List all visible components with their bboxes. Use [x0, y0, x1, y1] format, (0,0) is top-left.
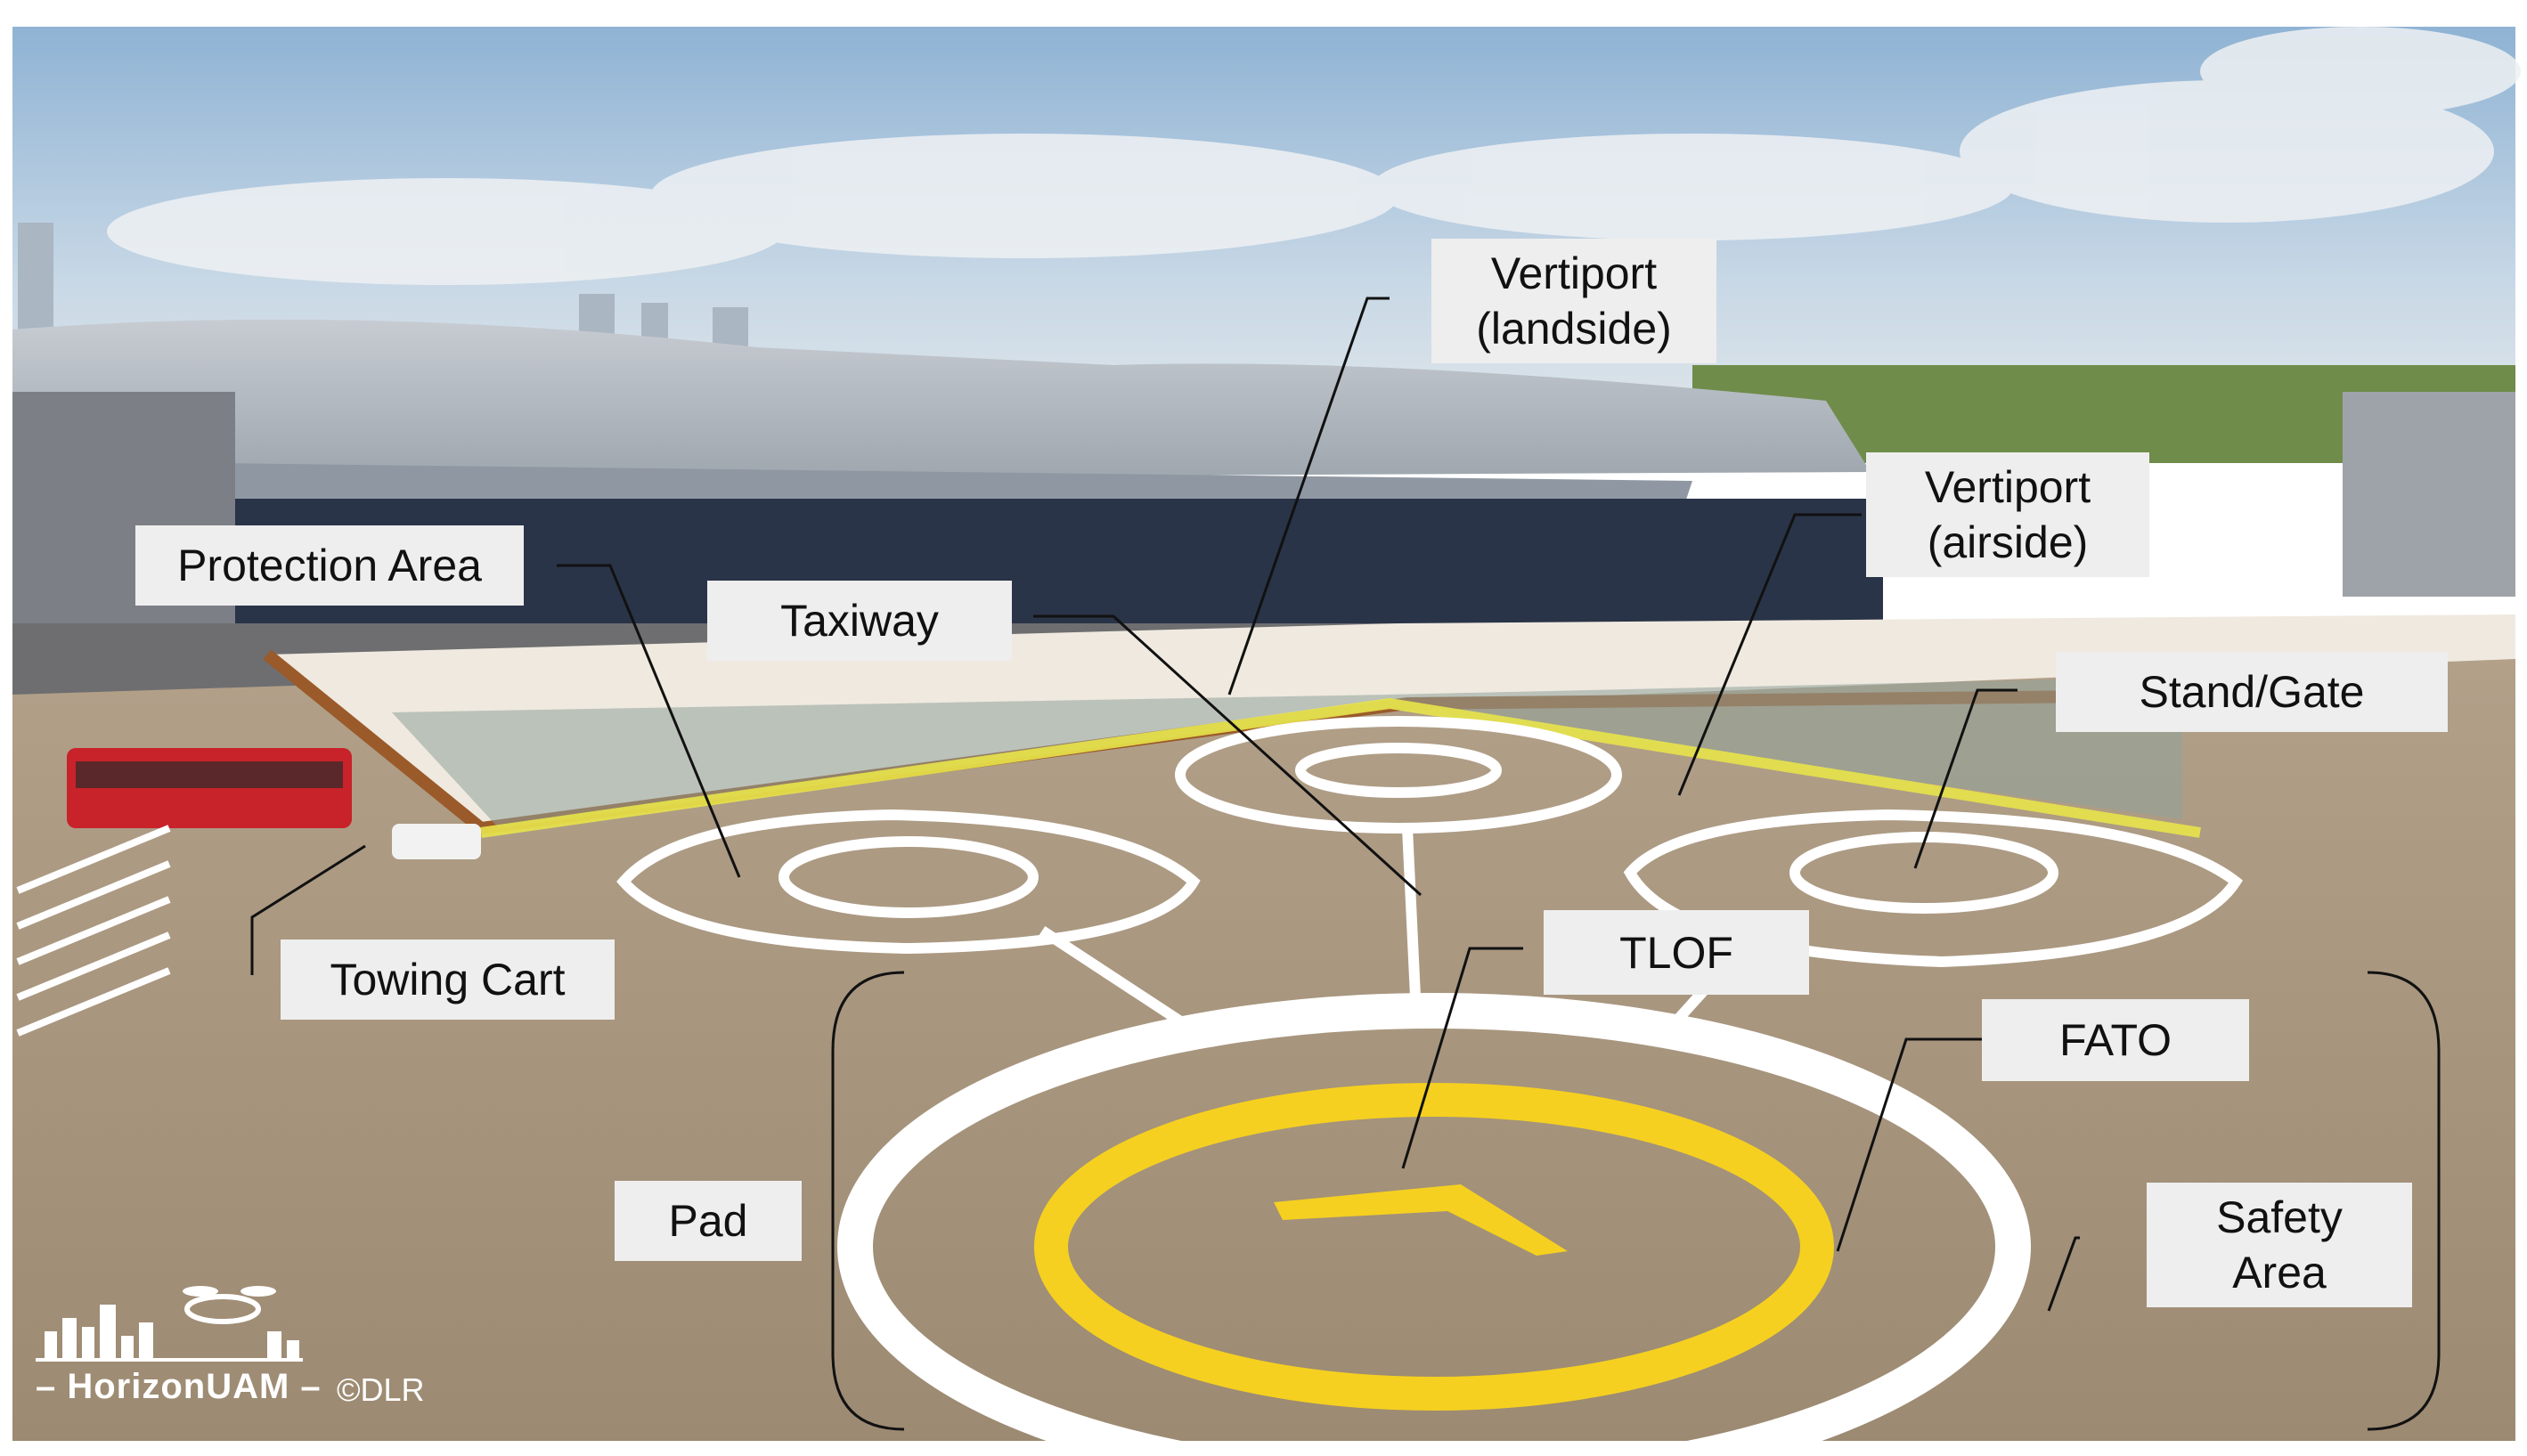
towing-cart	[392, 824, 481, 859]
horizonuam-logo-icon	[36, 1286, 303, 1362]
tlof-ring	[1034, 1083, 1834, 1411]
pad-left	[616, 809, 1201, 955]
leader-towing-cart	[250, 844, 366, 975]
leader-protection-area	[557, 564, 741, 878]
label-tlof: TLOF	[1544, 910, 1809, 995]
crossing-stripes	[16, 825, 171, 1037]
leader-vertiport-landside	[1227, 297, 1390, 695]
leader-safety-area	[2047, 1236, 2080, 1312]
label-taxiway: Taxiway	[707, 581, 1012, 661]
clouds	[107, 27, 2521, 285]
bracket-left	[831, 971, 905, 1431]
leader-fato	[1836, 1037, 1982, 1252]
render-image	[0, 27, 2527, 1456]
label-protection-area: Protection Area	[135, 525, 524, 606]
bus-windows	[76, 761, 343, 788]
parking-structure	[2343, 392, 2515, 597]
leader-tlof	[1401, 947, 1523, 1169]
label-vertiport-airside: Vertiport (airside)	[1866, 452, 2149, 577]
label-fato: FATO	[1982, 999, 2249, 1081]
horizonuam-logo-text: – HorizonUAM –	[36, 1367, 322, 1406]
terminal-roof	[12, 319, 1871, 481]
bottom-margin	[0, 1441, 2527, 1456]
vertiport-glass	[392, 677, 2182, 828]
bracket-right	[2367, 971, 2441, 1431]
pad-center	[1175, 716, 1622, 834]
leader-taxiway	[1033, 614, 1422, 897]
label-vertiport-landside: Vertiport (landside)	[1431, 239, 1716, 363]
arrow-marking	[1274, 1184, 1568, 1256]
label-safety-area: Safety Area	[2147, 1183, 2412, 1307]
label-stand-gate: Stand/Gate	[2056, 652, 2448, 732]
leader-vertiport-airside	[1677, 513, 1862, 796]
safety-area-ring	[837, 993, 2031, 1456]
leader-stand-gate	[1913, 688, 2018, 869]
label-towing-cart: Towing Cart	[281, 939, 615, 1020]
label-pad: Pad	[615, 1181, 802, 1261]
copyright-text: ©DLR	[337, 1371, 425, 1408]
leader-lines	[250, 297, 2441, 1431]
building-highlight	[480, 697, 2201, 838]
